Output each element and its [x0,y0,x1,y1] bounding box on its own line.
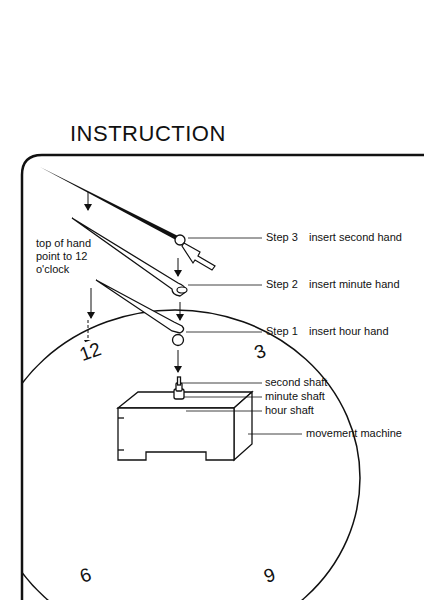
hour-hand [96,280,184,346]
note-text: top of hand point to 12 o'clock [36,237,98,277]
clock-face [0,310,360,600]
page-title: INSTRUCTION [70,121,226,147]
dial-number: 9 [76,562,94,587]
dial-number: 6 [260,562,278,587]
step-number: Step 3 [266,231,298,244]
step-text: insert second hand [309,231,402,244]
part-label: second shaft [265,376,327,389]
part-label: movement machine [306,427,402,440]
movement-machine [118,377,252,460]
part-label: hour shaft [265,404,314,417]
part-label: minute shaft [265,390,325,403]
assembly-arrows [88,192,180,372]
step-number: Step 2 [266,278,298,291]
frame [22,155,424,600]
step-number: Step 1 [266,325,298,338]
step-text: insert minute hand [309,278,400,291]
dial-number: 12 [77,338,105,367]
dial-number: 3 [251,340,269,365]
step-text: insert hour hand [309,325,389,338]
